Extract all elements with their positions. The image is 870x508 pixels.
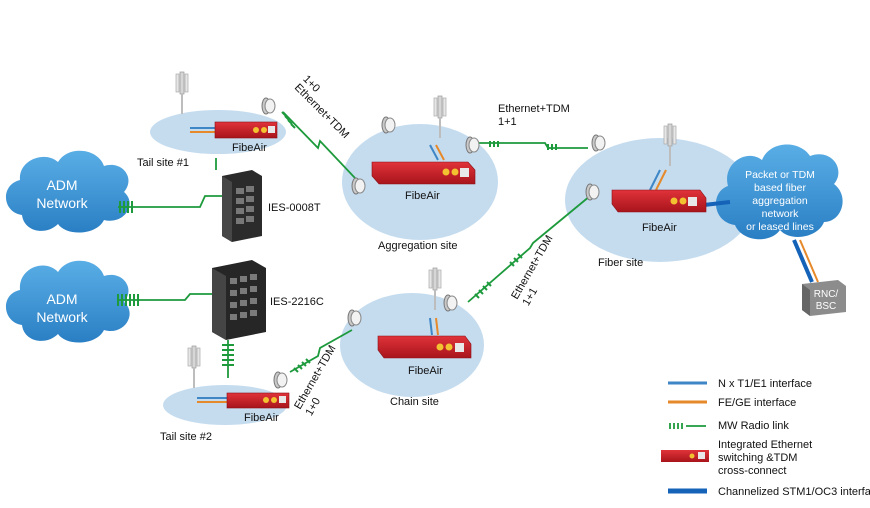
- tail1-site-label: Tail site #1: [137, 157, 189, 169]
- tail2-site-label: Tail site #2: [160, 431, 212, 443]
- chain-fiber-link-label: Ethernet+TDM1+1: [509, 233, 567, 308]
- ies-0008t-label: IES-0008T: [268, 202, 321, 214]
- legend-mw-label: MW Radio link: [718, 420, 789, 432]
- fibeair-aggregation: FibeAir: [371, 161, 476, 202]
- fibeair-tail2-label: FibeAir: [244, 412, 279, 424]
- fibeair-tail1: FibeAir: [214, 121, 278, 154]
- fibeair-tail2: FibeAir: [226, 392, 290, 424]
- legend-fege-label: FE/GE interface: [718, 397, 796, 409]
- fibeair-aggregation-label: FibeAir: [405, 190, 440, 202]
- legend-stm1-label: Channelized STM1/OC3 interface: [718, 486, 870, 498]
- legend-device-swatch: [661, 450, 709, 462]
- interface-lines: [190, 127, 819, 403]
- legend-nxt1-label: N x T1/E1 interface: [718, 378, 812, 390]
- antenna-tail1: [175, 71, 189, 115]
- tail2-link-label: Ethernet+TDM1+0: [292, 343, 350, 418]
- fibeair-tail1-label: FibeAir: [232, 142, 267, 154]
- fibeair-chain-label: FibeAir: [408, 365, 443, 377]
- antenna-tail2: [187, 345, 201, 389]
- ies-2216c-label: IES-2216C: [270, 296, 324, 308]
- chain-site-label: Chain site: [390, 396, 439, 408]
- rnc-bsc-label: RNC/BSC: [814, 289, 839, 312]
- ies-2216c-switch: IES-2216C: [212, 260, 324, 340]
- aggregation-site-label: Aggregation site: [378, 240, 458, 252]
- fibeair-chain: FibeAir: [377, 335, 472, 377]
- fibeair-fiber-label: FibeAir: [642, 222, 677, 234]
- ies-0008t-switch: IES-0008T: [222, 170, 321, 242]
- radio-hatch-marks: [117, 111, 557, 373]
- fibeair-fiber: FibeAir: [611, 189, 707, 234]
- fiber-site-label: Fiber site: [598, 257, 643, 269]
- rnc-bsc-box: RNC/BSC: [802, 280, 846, 316]
- legend-mw-swatch: [669, 423, 706, 429]
- legend: N x T1/E1 interface FE/GE interface MW R…: [661, 378, 870, 498]
